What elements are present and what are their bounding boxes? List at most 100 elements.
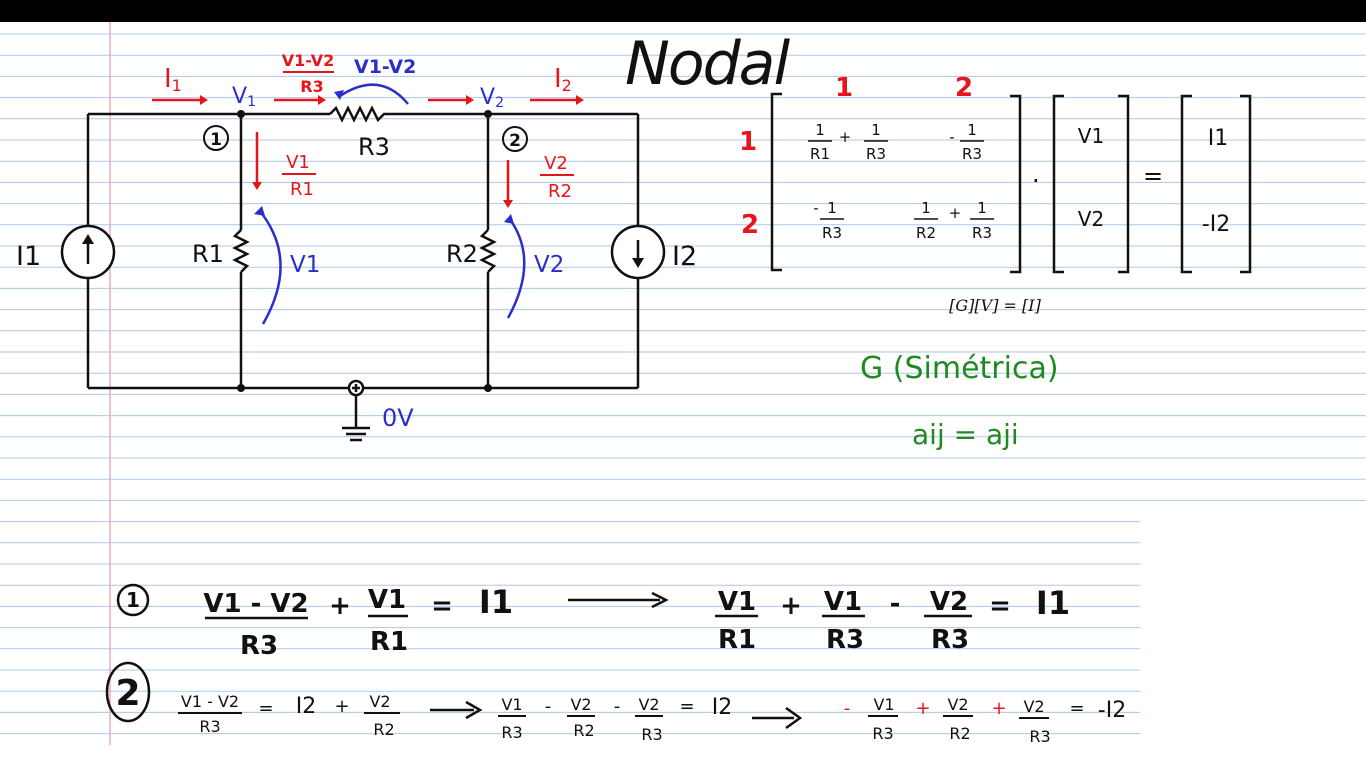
ruled-lines	[0, 33, 1366, 735]
equation-2: 2 V1 - V2 R3 = I2 + V2 R2 V1 R3 - V2 R2 …	[105, 661, 803, 744]
matrix-g22: 1 R2 + 1 R3	[914, 199, 994, 242]
source1-label: I1	[16, 241, 41, 272]
ground-symbol	[342, 379, 370, 442]
branch-r1-current: V1 R1	[282, 152, 316, 200]
current-source-2	[610, 224, 666, 280]
matrix-col-header-2: 2	[955, 73, 973, 103]
svg-text:-: -	[844, 698, 851, 719]
matrix-g21: - 1 R3	[813, 199, 844, 242]
circuit-nodes	[237, 110, 492, 392]
svg-text:I1: I1	[479, 583, 513, 621]
svg-text:V1 - V2: V1 - V2	[181, 692, 239, 711]
current-source-1	[60, 224, 116, 280]
svg-text:V1: V1	[824, 587, 862, 617]
svg-text:-I2: -I2	[1098, 698, 1126, 723]
branch-r3-current: V1-V2 R3	[282, 51, 335, 96]
node-v2-label: V2	[480, 85, 504, 111]
svg-text:R1: R1	[290, 179, 314, 200]
symmetry-label: G (Simétrica)	[860, 351, 1059, 386]
svg-text:1: 1	[827, 199, 837, 217]
svg-text:R3: R3	[240, 631, 278, 661]
r1-label: R1	[192, 240, 224, 268]
svg-text:1: 1	[126, 588, 140, 612]
svg-text:R2: R2	[548, 181, 572, 202]
svg-text:+: +	[839, 128, 852, 146]
svg-text:=: =	[1069, 698, 1084, 719]
svg-text:R3: R3	[872, 724, 893, 743]
v1-drop-label: V1	[290, 252, 320, 278]
branch-r3-voltage: V1-V2	[354, 56, 416, 78]
svg-text:1: 1	[967, 121, 977, 139]
resistor-r3	[329, 105, 390, 123]
svg-text:I2: I2	[712, 695, 733, 720]
svg-text:+: +	[329, 591, 351, 621]
svg-text:+: +	[780, 591, 802, 621]
svg-text:-: -	[949, 128, 954, 146]
ground-label: 0V	[382, 404, 414, 432]
symmetry-rule: aij = aji	[912, 418, 1019, 451]
svg-text:=: =	[258, 698, 273, 719]
svg-text:V2: V2	[544, 153, 568, 174]
matrix-row-header-1: 1	[739, 127, 757, 157]
matrix-row-header-2: 2	[741, 210, 759, 240]
svg-text:=: =	[431, 591, 453, 621]
window-top-bar	[0, 0, 1366, 22]
page-title: Nodal	[625, 29, 790, 99]
i-vector-1: I1	[1208, 126, 1229, 151]
svg-text:=: =	[679, 696, 694, 717]
svg-text:R1: R1	[370, 627, 408, 657]
svg-text:R2: R2	[916, 224, 936, 242]
svg-text:V1 - V2: V1 - V2	[203, 589, 308, 619]
svg-text:V2: V2	[930, 587, 968, 617]
top-current-i1: I1	[164, 64, 182, 95]
matrix-equation-label: [G][V] = [I]	[949, 296, 1041, 315]
svg-text:2: 2	[115, 673, 140, 714]
node-v1-label: V1	[232, 84, 256, 110]
svg-text:V1: V1	[501, 695, 522, 714]
svg-text:1: 1	[815, 121, 825, 139]
matrix-g11: 1 R1 + 1 R3	[808, 121, 888, 163]
svg-text:I2: I2	[296, 694, 317, 719]
svg-text:-: -	[890, 589, 901, 619]
svg-text:V2: V2	[369, 692, 390, 711]
matrix-brackets	[770, 92, 1252, 274]
svg-text:+: +	[991, 698, 1006, 719]
svg-text:2: 2	[509, 131, 521, 151]
svg-text:-: -	[614, 696, 621, 717]
v2-drop-label: V2	[534, 252, 564, 278]
matrix-col-header-1: 1	[835, 73, 853, 103]
svg-text:R2: R2	[573, 721, 594, 740]
svg-text:R2: R2	[949, 724, 970, 743]
svg-text:V1: V1	[368, 585, 406, 615]
svg-text:V1: V1	[873, 695, 894, 714]
svg-text:1: 1	[921, 199, 931, 217]
v-vector-2: V2	[1078, 207, 1104, 231]
svg-text:V2: V2	[1023, 697, 1044, 716]
svg-text:1: 1	[210, 130, 222, 150]
resistor-r1	[232, 229, 250, 273]
svg-text:1: 1	[977, 199, 987, 217]
svg-text:V1: V1	[718, 587, 756, 617]
svg-text:+: +	[334, 696, 349, 717]
source2-label: I2	[672, 241, 697, 272]
svg-text:V2: V2	[570, 695, 591, 714]
voltage-arc-heads	[254, 90, 514, 224]
matrix-g12: - 1 R3	[949, 121, 984, 163]
svg-text:+: +	[915, 698, 930, 719]
svg-text:V2: V2	[638, 695, 659, 714]
svg-text:V1: V1	[286, 152, 310, 173]
svg-text:R1: R1	[810, 145, 830, 163]
blank-area	[1140, 512, 1366, 768]
equation-2-final: - V1 R3 + V2 R2 + V2 R3 = -I2	[844, 695, 1126, 746]
v-vector-1: V1	[1078, 124, 1104, 148]
svg-text:1: 1	[871, 121, 881, 139]
equation-1: 1 V1 - V2 R3 + V1 R1 = I1 V1 R1 + V1 R3 …	[116, 583, 1070, 661]
svg-text:R3: R3	[1029, 727, 1050, 746]
svg-text:R3: R3	[501, 723, 522, 742]
svg-text:R3: R3	[199, 717, 220, 736]
r3-label: R3	[358, 133, 390, 161]
svg-text:I1: I1	[1036, 584, 1070, 622]
svg-text:R3: R3	[641, 725, 662, 744]
svg-text:R3: R3	[826, 625, 864, 655]
svg-text:R3: R3	[866, 145, 886, 163]
